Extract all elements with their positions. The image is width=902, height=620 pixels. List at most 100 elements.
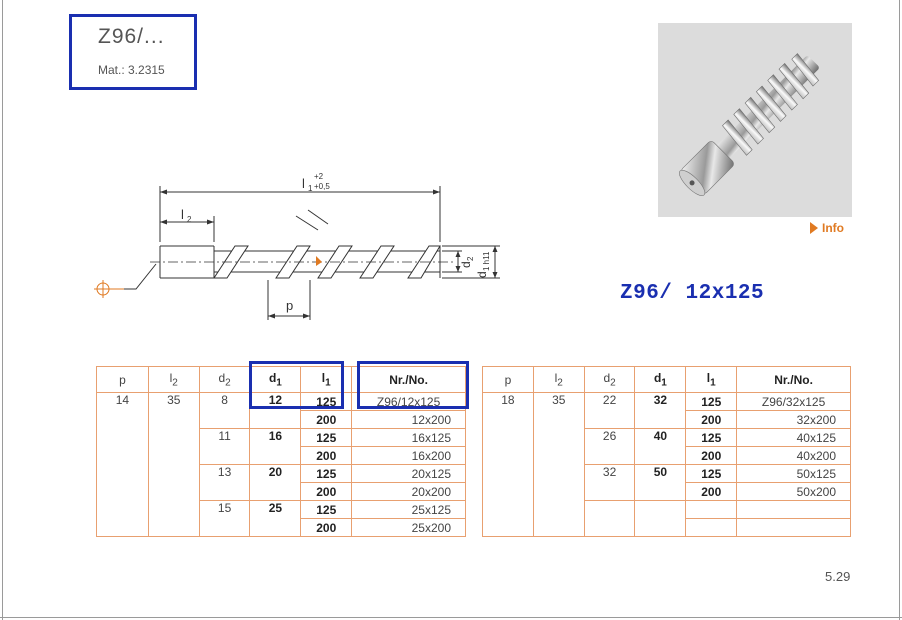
cell-d1: 50 <box>634 464 687 501</box>
header-nr: Nr./No. <box>351 366 466 393</box>
play-arrow-icon <box>810 222 818 234</box>
cell-d2: 15 <box>198 500 251 537</box>
cell-l1: 125 <box>685 428 738 447</box>
cell-d1: 32 <box>634 392 687 429</box>
cell-nr: 25x200 <box>351 518 466 537</box>
cell-nr: Z96/32x125 <box>736 392 851 411</box>
table-row[interactable]: 14 35 8 12 125 Z96/12x125 <box>96 392 466 537</box>
cell-nr-empty <box>736 518 851 537</box>
cell-nr: 40x125 <box>736 428 851 447</box>
marker-icon <box>316 256 322 266</box>
header-d2: d2 <box>198 366 251 393</box>
dim-d2-sub: 2 <box>466 256 475 261</box>
header-d2: d2 <box>583 366 636 393</box>
cell-l1: 125 <box>685 464 738 483</box>
header-d1: d1 <box>249 366 302 393</box>
cell-l1: 200 <box>300 446 353 465</box>
dim-l1-tol-upper: +2 <box>314 172 324 181</box>
table-row[interactable]: 200 16x200 <box>97 446 466 465</box>
cell-l1-empty <box>685 500 738 519</box>
table-row <box>483 500 851 537</box>
header-p: p <box>482 366 534 393</box>
cell-nr: 16x125 <box>351 428 466 447</box>
cell-nr: 32x200 <box>736 410 851 429</box>
product-title: Z96/... <box>98 25 165 48</box>
table-row[interactable]: 13 20 125 20x125 <box>97 464 466 501</box>
cell-nr: 16x200 <box>351 446 466 465</box>
cell-d2: 22 <box>583 392 636 429</box>
table-row <box>483 518 851 537</box>
header-l1: l1 <box>685 366 738 393</box>
surface-symbol-icon <box>94 280 124 298</box>
table-header-row: p l2 d2 d1 l1 Nr./No. <box>482 366 851 393</box>
header-nr: Nr./No. <box>736 366 851 393</box>
table-row[interactable]: 200 40x200 <box>483 446 851 465</box>
product-photo <box>658 23 852 217</box>
dim-l2-label: l <box>181 207 184 222</box>
header-d1: d1 <box>634 366 687 393</box>
cell-d2-empty <box>583 500 636 537</box>
header-l2: l2 <box>147 366 200 393</box>
cell-nr: 25x125 <box>351 500 466 519</box>
cell-d2: 8 <box>198 392 251 429</box>
cell-p: 14 <box>96 392 149 537</box>
cell-l1: 200 <box>300 410 353 429</box>
cell-d1: 20 <box>249 464 302 501</box>
cell-d1: 12 <box>249 392 302 429</box>
info-link[interactable]: Info <box>810 221 844 235</box>
cell-nr: 20x125 <box>351 464 466 483</box>
technical-drawing: l 1 +2 +0,5 l 2 p d 2 d 1 h11 <box>94 172 500 320</box>
page-frame-left <box>2 0 3 620</box>
cell-l1: 125 <box>300 500 353 519</box>
cell-d1-empty <box>634 500 687 537</box>
dim-d1-label: d <box>475 271 489 278</box>
cell-l1: 200 <box>300 482 353 501</box>
table-row[interactable]: 200 12x200 <box>97 410 466 429</box>
cell-d2: 13 <box>198 464 251 501</box>
table-header-row: p l2 d2 d1 l1 Nr./No. <box>96 366 466 393</box>
table-row[interactable]: 26 40 125 40x125 <box>483 428 851 465</box>
table-row[interactable]: 32 50 125 50x125 <box>483 464 851 501</box>
cell-nr: 50x200 <box>736 482 851 501</box>
cell-d1: 40 <box>634 428 687 465</box>
cell-l1: 125 <box>300 428 353 447</box>
cell-nr-empty <box>736 500 851 519</box>
dim-l1-tol-lower: +0,5 <box>314 182 330 191</box>
spec-table-left: p l2 d2 d1 l1 Nr./No. 14 35 8 12 125 Z96… <box>96 366 466 537</box>
dim-l1-label: l <box>302 176 305 191</box>
cell-nr: 40x200 <box>736 446 851 465</box>
table-row[interactable]: 18 35 22 32 125 Z96/32x125 <box>482 392 851 537</box>
info-link-label: Info <box>822 221 844 235</box>
product-title-box: Z96/... Mat.: 3.2315 <box>69 14 197 90</box>
table-row[interactable]: 200 25x200 <box>97 518 466 537</box>
table-row[interactable]: 200 32x200 <box>483 410 851 429</box>
selected-item-label: Z96/ 12x125 <box>620 282 765 305</box>
table-row[interactable]: 11 16 125 16x125 <box>97 428 466 465</box>
cell-l1: 125 <box>685 392 738 411</box>
cell-d2: 26 <box>583 428 636 465</box>
cell-l2: 35 <box>532 392 585 537</box>
cell-l1: 200 <box>300 518 353 537</box>
cell-nr: 12x200 <box>351 410 466 429</box>
cell-l1: 200 <box>685 446 738 465</box>
cell-d1: 16 <box>249 428 302 465</box>
table-row[interactable]: 200 50x200 <box>483 482 851 501</box>
page-number: 5.29 <box>825 569 851 584</box>
dim-l2-sub: 2 <box>187 215 192 224</box>
cell-l2: 35 <box>147 392 200 537</box>
cell-d2: 32 <box>583 464 636 501</box>
spec-table-right: p l2 d2 d1 l1 Nr./No. 18 35 22 32 125 Z9… <box>482 366 851 537</box>
table-row[interactable]: 15 25 125 25x125 <box>97 500 466 537</box>
cell-l1-empty <box>685 518 738 537</box>
screw-illustration <box>679 53 820 196</box>
dim-d2-label: d <box>459 261 473 268</box>
cell-l1: 125 <box>300 392 353 411</box>
material-label: Mat.: 3.2315 <box>98 63 165 77</box>
cell-l1: 125 <box>300 464 353 483</box>
cell-p: 18 <box>482 392 534 537</box>
cell-l1: 200 <box>685 410 738 429</box>
dim-p-label: p <box>286 298 293 313</box>
page-frame-right <box>899 0 900 620</box>
cell-l1: 200 <box>685 482 738 501</box>
dim-l1-sub: 1 <box>308 184 313 193</box>
